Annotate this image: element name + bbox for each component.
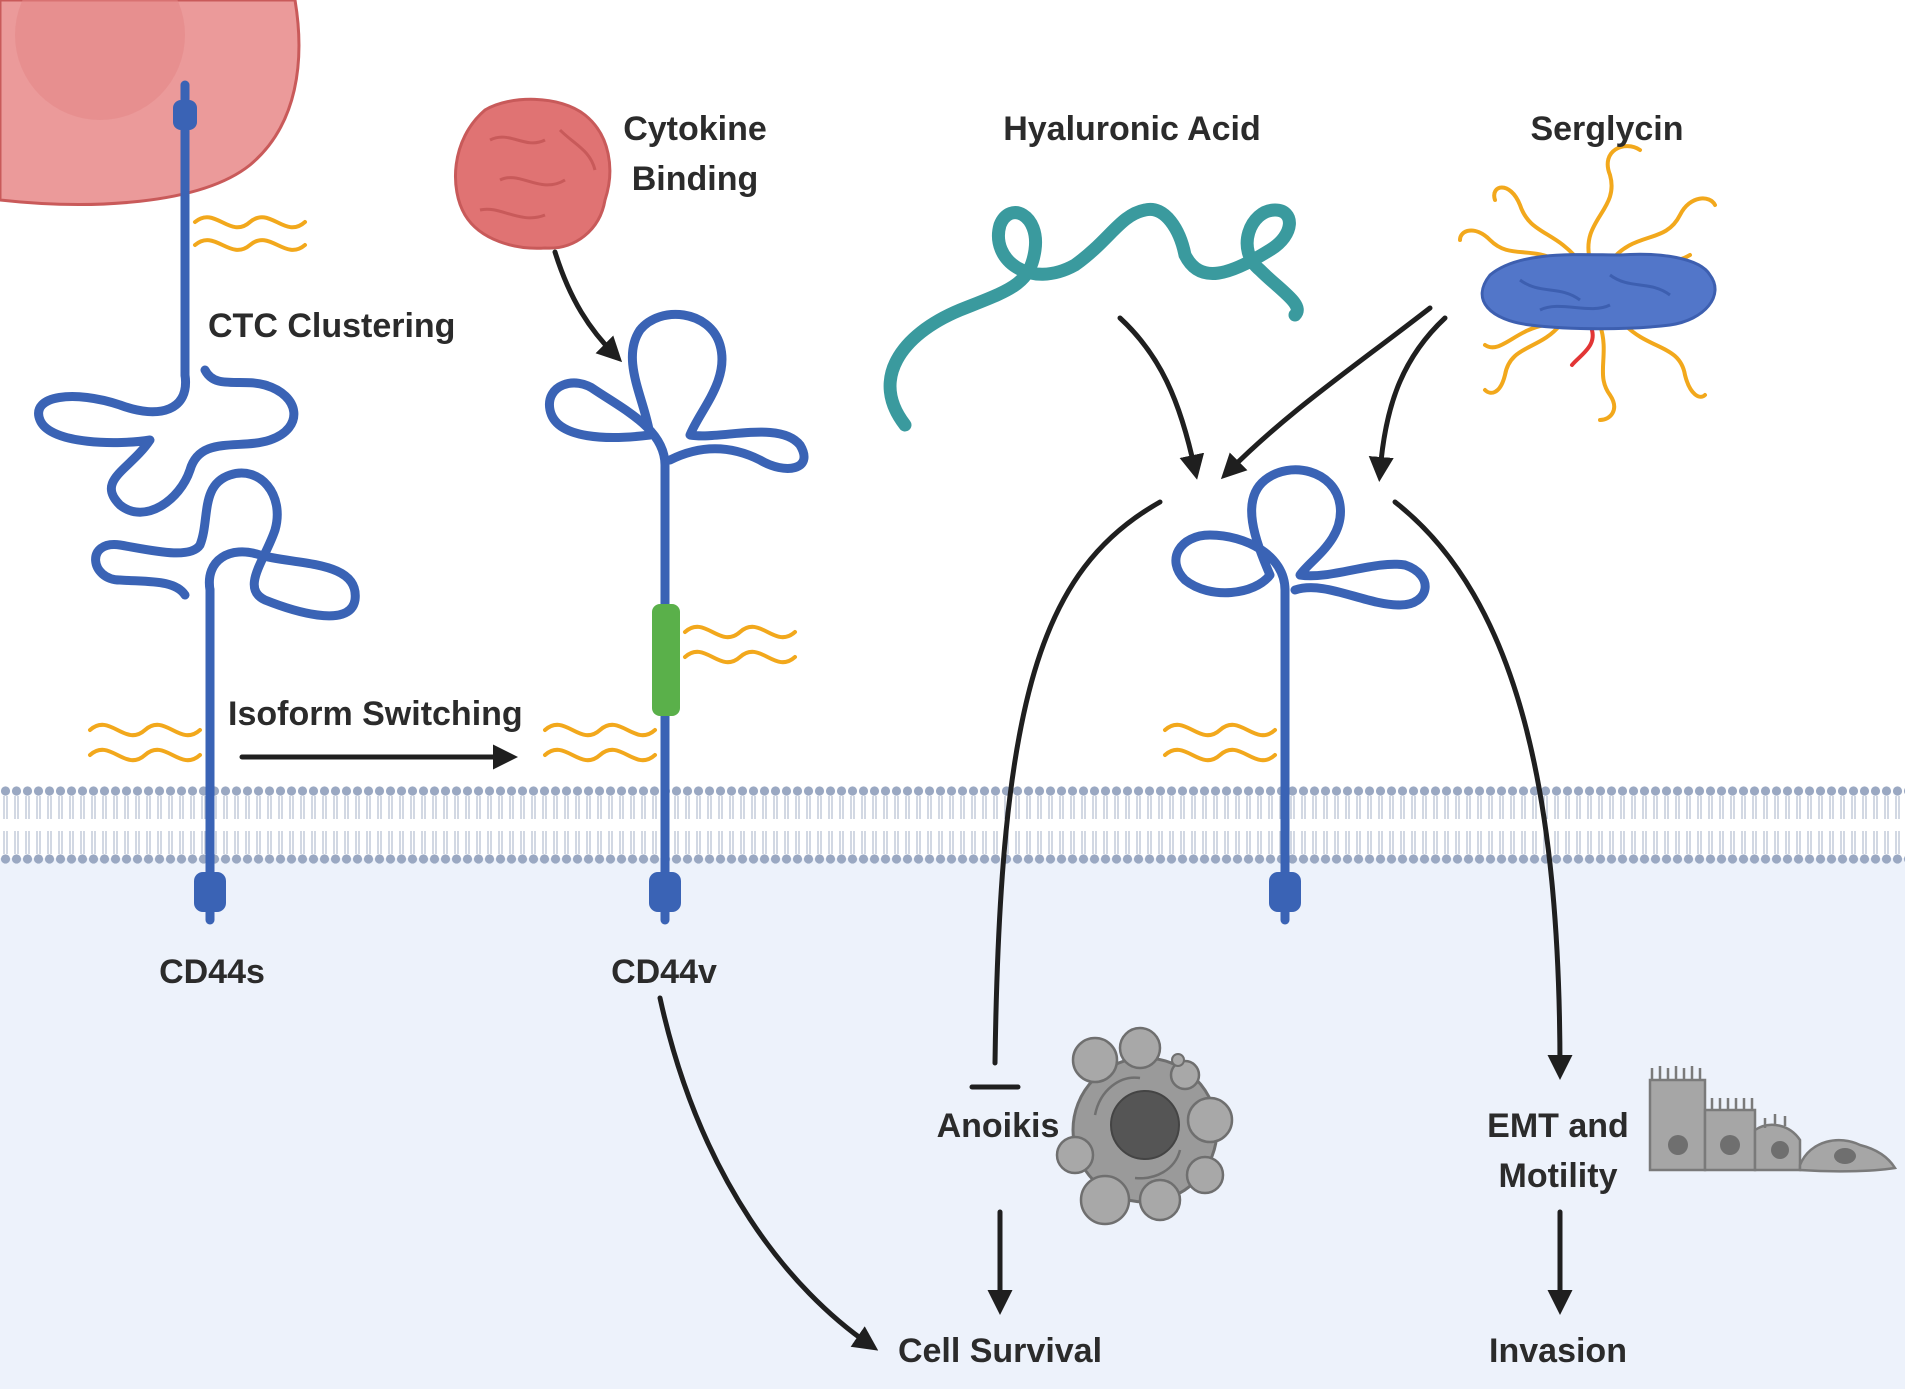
glycan-chains-cd44s <box>88 722 202 763</box>
cd44s-label: CD44s <box>159 953 265 991</box>
hyaluronic-acid-arrow <box>1117 315 1205 480</box>
cytokine-binding-arrow <box>552 249 623 363</box>
cd44s-receptor <box>91 468 360 925</box>
cd44v-label: CD44v <box>611 953 717 991</box>
emt-arrow <box>1392 499 1573 1080</box>
hyaluronic-acid-strand-icon <box>883 202 1304 432</box>
serglycin-arrow-left <box>1220 305 1433 480</box>
anoikis-label: Anoikis <box>937 1107 1060 1145</box>
apoptotic-cell-icon <box>1055 1026 1234 1226</box>
glycan-chains-right <box>1163 722 1277 763</box>
isoform-switching-label: Isoform Switching <box>228 695 523 733</box>
serglycin-arrow-right <box>1368 315 1448 482</box>
epithelial-mesenchymal-cells-icon <box>1648 1066 1898 1173</box>
plasma-membrane <box>0 785 1905 865</box>
ctc-clustering-label: CTC Clustering <box>208 307 455 345</box>
serglycin-proteoglycan-icon <box>1458 144 1717 422</box>
serglycin-label: Serglycin <box>1530 110 1683 148</box>
glycan-chains-cd44v-lower <box>543 722 657 763</box>
cytokine-binding-label-line1: Cytokine <box>623 110 767 148</box>
cytoplasm-region <box>0 858 1905 1389</box>
cytokine-blob-icon <box>454 97 612 250</box>
anoikis-inhibition-line <box>992 499 1163 1066</box>
variant-exon <box>652 604 680 716</box>
emt-motility-label-line2: Motility <box>1499 1157 1618 1195</box>
cd44s-receptor-upper <box>34 80 299 517</box>
glycan-chains-cd44v-upper <box>683 624 797 665</box>
cd44v-receptor <box>545 310 809 925</box>
cell-icon <box>0 0 301 206</box>
glycan-chains-top <box>193 215 307 252</box>
invasion-label: Invasion <box>1489 1332 1627 1370</box>
cd44v-survival-arrow <box>657 995 879 1351</box>
cytokine-binding-label-line2: Binding <box>632 160 759 198</box>
cell-survival-label: Cell Survival <box>898 1332 1102 1370</box>
cd44-receptor-right <box>1171 465 1430 925</box>
emt-motility-label-line1: EMT and <box>1487 1107 1629 1145</box>
hyaluronic-acid-label: Hyaluronic Acid <box>1003 110 1261 148</box>
